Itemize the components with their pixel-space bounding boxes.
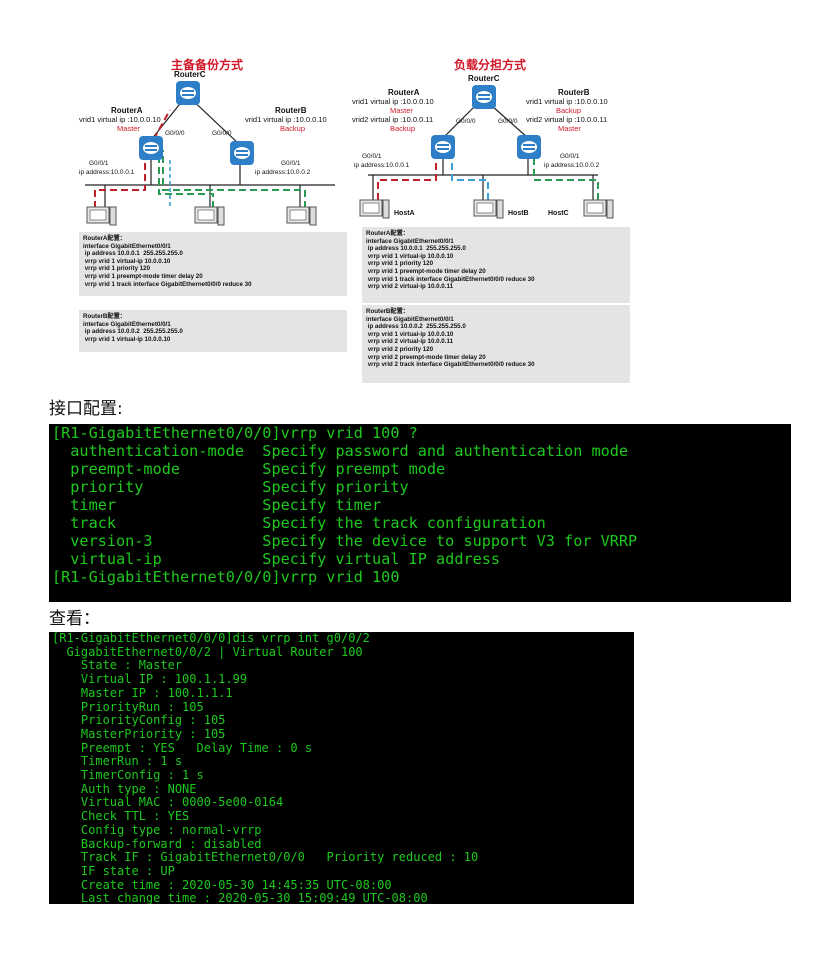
router-a-config: RouterA配置： interface GigabitEthernet0/0/… xyxy=(79,232,347,296)
diagram-active-standby: 主备备份方式 RouterC RouterA vrid1 virtual ip … xyxy=(75,50,347,368)
terminal-vrrp-help: [R1-GigabitEthernet0/0/0]vrrp vrid 100 ?… xyxy=(49,424,791,602)
router-c-icon xyxy=(472,85,496,109)
interface-config-heading: 接口配置: xyxy=(49,399,123,419)
host-b-label: HostB xyxy=(508,210,529,217)
router-a-ip: ip address:10.0.0.1 xyxy=(79,169,135,176)
pc-icon xyxy=(286,206,317,226)
router-a-role1: Master xyxy=(390,106,413,115)
pc-icon xyxy=(359,199,390,219)
router-b-role1: Backup xyxy=(556,106,582,115)
router-a-ip: ip address:10.0.0.1 xyxy=(354,162,410,169)
diagram-load-sharing: 负载分担方式 RouterC RouterA vrid1 virtual ip … xyxy=(348,50,630,385)
router-b-vrid1: vrid1 virtual ip :10.0.0.10 xyxy=(526,97,608,106)
router-b-icon xyxy=(230,141,254,165)
router-b-label: RouterB xyxy=(558,88,590,97)
host-c-label: HostC xyxy=(548,210,569,217)
router-b-ip: ip address:10.0.0.2 xyxy=(544,162,600,169)
router-b-config: RouterB配置： interface GigabitEthernet0/0/… xyxy=(362,305,630,383)
router-b-port-up: G0/0/0 xyxy=(498,118,518,125)
router-b-role: Backup xyxy=(280,124,306,133)
router-a-vrid1: vrid1 virtual ip :10.0.0.10 xyxy=(352,97,434,106)
router-a-icon xyxy=(139,136,163,160)
router-a-role: Master xyxy=(117,124,140,133)
router-a-config: RouterA配置： interface GigabitEthernet0/0/… xyxy=(362,227,630,303)
router-b-config: RouterB配置： interface GigabitEthernet0/0/… xyxy=(79,310,347,352)
view-heading: 查看： xyxy=(49,609,100,629)
pc-icon xyxy=(194,206,225,226)
host-a-label: HostA xyxy=(394,210,415,217)
router-b-port-down: G0/0/1 xyxy=(281,160,301,167)
router-b-vrid2: vrid2 virtual ip :10.0.0.11 xyxy=(526,115,608,124)
router-a-label: RouterA xyxy=(111,106,143,115)
pc-icon xyxy=(86,206,117,226)
router-a-port-up: G0/0/0 xyxy=(456,118,476,125)
router-a-port-down: G0/0/1 xyxy=(89,160,109,167)
pc-icon xyxy=(583,199,614,219)
router-b-port-down: G0/0/1 xyxy=(560,153,580,160)
router-b-label: RouterB xyxy=(275,106,307,115)
diagram-title: 负载分担方式 xyxy=(454,58,527,72)
router-a-port-down: G0/0/1 xyxy=(362,153,382,160)
router-c-label: RouterC xyxy=(468,74,500,83)
router-b-icon xyxy=(517,135,541,159)
diagram-title: 主备备份方式 xyxy=(171,58,244,72)
router-a-vrid2: vrid2 virtual ip :10.0.0.11 xyxy=(352,115,434,124)
router-a-label: RouterA xyxy=(388,88,420,97)
router-b-role2: Master xyxy=(558,124,581,133)
router-b-ip: ip address:10.0.0.2 xyxy=(255,169,311,176)
topology-lines xyxy=(85,94,335,208)
router-a-port-up: G0/0/0 xyxy=(165,130,185,137)
router-a-role2: Backup xyxy=(390,124,416,133)
pc-icon xyxy=(473,199,504,219)
router-c-icon xyxy=(176,81,200,105)
router-b-vrid: vrid1 virtual ip :10.0.0.10 xyxy=(245,115,327,124)
router-b-port-up: G0/0/0 xyxy=(212,130,232,137)
router-c-label: RouterC xyxy=(174,70,206,79)
router-a-vrid: vrid1 virtual ip :10.0.0.10 xyxy=(79,115,161,124)
terminal-vrrp-status: [R1-GigabitEthernet0/0/0]dis vrrp int g0… xyxy=(49,632,634,904)
router-a-icon xyxy=(431,135,455,159)
